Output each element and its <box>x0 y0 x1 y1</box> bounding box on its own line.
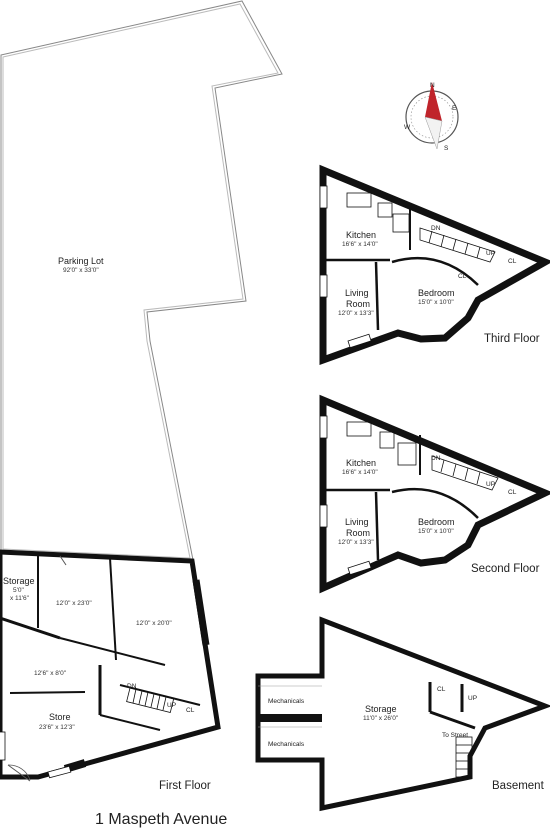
sf-floor-label: Second Floor <box>471 563 540 575</box>
ff-room-a-dim: 12'0" x 23'0" <box>56 600 92 607</box>
sf-kitchen-name: Kitchen <box>346 458 377 468</box>
sf-living-line2: Room <box>346 528 371 538</box>
tf-living-line1: Living <box>345 288 369 298</box>
ff-storage-dim1: 5'0" <box>13 587 24 594</box>
compass-label-s: S <box>444 145 449 152</box>
sf-stair-up: UP <box>486 481 496 488</box>
tf-closet-cl2: CL <box>458 273 467 280</box>
ff-storage-dim2: x 11'6" <box>10 595 29 602</box>
bs-mech-1: Mechanicals <box>268 698 305 705</box>
tf-closet-cl: CL <box>508 258 517 265</box>
tf-living-line2: Room <box>346 299 371 309</box>
tf-bedroom-dim: 15'0" x 10'0" <box>418 299 454 306</box>
tf-living-dim: 12'0" x 13'3" <box>338 310 374 317</box>
basement-plan <box>255 616 550 812</box>
property-title: 1 Maspeth Avenue <box>95 811 228 828</box>
first-floor-plan <box>0 549 221 782</box>
second-floor-plan <box>319 394 550 594</box>
compass-needle-north <box>425 82 442 121</box>
sf-stair-dn: DN <box>431 455 441 462</box>
ff-store-dim: 23'6" x 12'3" <box>39 724 75 731</box>
tf-bedroom-name: Bedroom <box>418 288 455 298</box>
sf-bedroom-dim: 15'0" x 10'0" <box>418 528 454 535</box>
ff-stair-up: UP <box>167 702 177 709</box>
tf-stair-dn: DN <box>431 225 441 232</box>
bs-closet-cl: CL <box>437 686 446 693</box>
bs-mech-2: Mechanicals <box>268 741 305 748</box>
sf-living-line1: Living <box>345 517 369 527</box>
parking-lot-dim: 92'0" x 33'0" <box>63 267 99 274</box>
ff-closet-cl: CL <box>186 707 195 714</box>
ff-floor-label: First Floor <box>159 780 211 792</box>
compass-label-n: N <box>430 82 435 89</box>
sf-closet-cl: CL <box>508 489 517 496</box>
ff-room-b-dim: 12'0" x 20'0" <box>136 620 172 627</box>
ff-storage-name: Storage <box>3 576 35 586</box>
parking-lot-name: Parking Lot <box>58 256 104 266</box>
bs-to-street: To Street <box>442 732 469 739</box>
ff-store-name: Store <box>49 712 71 722</box>
compass-rose <box>405 82 459 150</box>
bs-storage-name: Storage <box>365 704 397 714</box>
tf-kitchen-dim: 16'6" x 14'0" <box>342 241 378 248</box>
sf-kitchen-dim: 16'6" x 14'0" <box>342 469 378 476</box>
bs-storage-dim: 11'0" x 26'0" <box>363 715 399 722</box>
third-floor-plan <box>319 164 550 365</box>
bs-stair-up: UP <box>468 695 478 702</box>
compass-label-e: E <box>452 105 457 112</box>
sf-bedroom-name: Bedroom <box>418 517 455 527</box>
ff-stair-dn: DN <box>127 683 137 690</box>
compass-label-w: W <box>404 124 411 131</box>
tf-floor-label: Third Floor <box>484 333 540 345</box>
bs-floor-label: Basement <box>492 780 544 792</box>
tf-stair-up: UP <box>486 250 496 257</box>
tf-kitchen-name: Kitchen <box>346 230 377 240</box>
parking-lot-outline <box>0 0 283 561</box>
ff-room-c-dim: 12'6" x 8'0" <box>34 670 67 677</box>
sf-living-dim: 12'0" x 13'3" <box>338 539 374 546</box>
